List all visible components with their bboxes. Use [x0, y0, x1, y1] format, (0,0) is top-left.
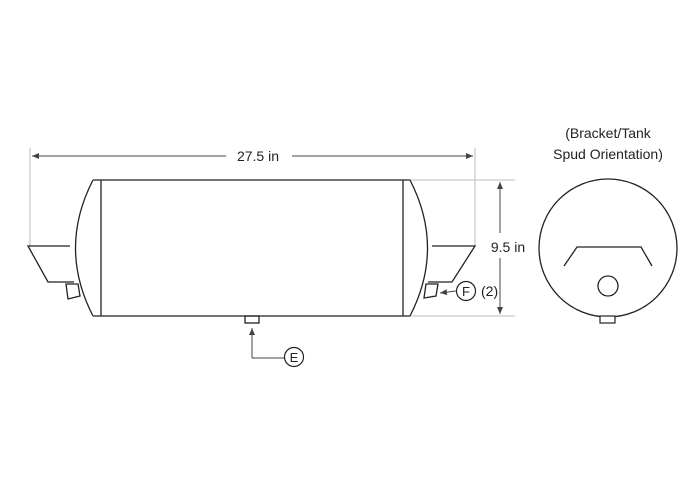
tank-end-view: (Bracket/Tank Spud Orientation): [538, 125, 678, 324]
extension-lines: [29, 148, 515, 317]
length-dimension: 27.5 in: [32, 148, 473, 164]
length-dimension-label: 27.5 in: [237, 148, 279, 164]
left-end-cap: [74, 179, 94, 317]
right-end-cap: [409, 179, 429, 317]
left-bracket: [26, 245, 74, 283]
callout-f-letter: F: [462, 284, 470, 299]
end-view-bracket: [563, 246, 653, 267]
end-view-spud-circle: [597, 275, 619, 297]
bottom-spud: [244, 315, 260, 324]
end-view-bottom-spud: [599, 315, 616, 324]
callout-e-circle: [283, 346, 305, 368]
left-spud: [65, 283, 81, 300]
callout-e: E: [249, 328, 305, 368]
diameter-dimension: 9.5 in: [491, 182, 525, 314]
callout-e-letter: E: [290, 350, 299, 365]
diameter-dimension-label: 9.5 in: [491, 239, 525, 255]
end-view-caption-line1: (Bracket/Tank: [565, 125, 652, 141]
tank-side-view: [26, 179, 477, 324]
callout-f-circle: [455, 280, 477, 302]
callout-f: F (2): [439, 280, 498, 302]
right-bracket: [428, 245, 477, 283]
right-spud: [423, 283, 439, 299]
callout-f-count: (2): [481, 283, 498, 299]
end-view-caption-line2: Spud Orientation): [553, 146, 663, 162]
